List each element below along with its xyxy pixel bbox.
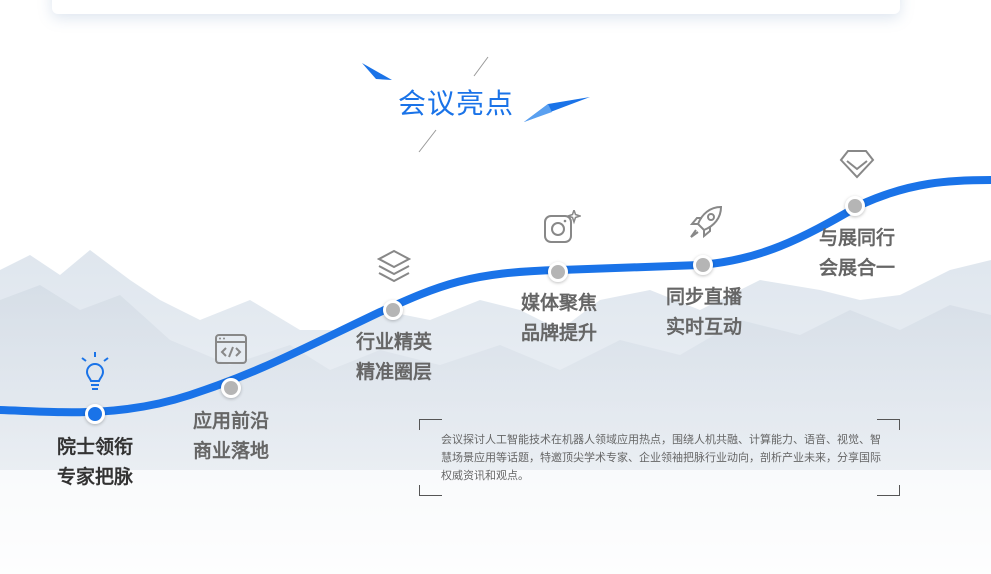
stage-label-line1: 与展同行 bbox=[818, 227, 895, 249]
diamond-icon bbox=[839, 150, 875, 179]
camera-sparkle-icon bbox=[544, 210, 581, 243]
corner-bracket bbox=[419, 485, 442, 496]
top-card bbox=[52, 0, 900, 14]
rocket-icon bbox=[689, 205, 723, 239]
timeline-node-4[interactable] bbox=[548, 262, 568, 282]
timeline-node-3[interactable] bbox=[383, 300, 403, 320]
description-text: 会议探讨人工智能技术在机器人领域应用热点，围绕人机共融、计算能力、语音、视觉、智… bbox=[441, 433, 881, 482]
stage-label-line2: 品牌提升 bbox=[520, 322, 597, 344]
timeline-node-6[interactable] bbox=[845, 196, 865, 216]
stage-label-line2: 精准圈层 bbox=[355, 361, 432, 383]
stage-label-line2: 商业落地 bbox=[192, 440, 269, 462]
stage-elite: 行业精英 精准圈层 bbox=[334, 249, 454, 387]
stage-application: 应用前沿 商业落地 bbox=[171, 334, 291, 466]
stage-media: 媒体聚焦 品牌提升 bbox=[499, 210, 619, 348]
stage-label-line1: 应用前沿 bbox=[192, 410, 269, 432]
corner-bracket bbox=[419, 419, 442, 430]
corner-bracket bbox=[877, 485, 900, 496]
stage-label-line1: 行业精英 bbox=[355, 331, 432, 353]
stage-label-line1: 同步直播 bbox=[665, 286, 742, 308]
section-title: 会议亮点 bbox=[398, 87, 515, 120]
stage-label-line1: 院士领衔 bbox=[56, 436, 133, 458]
stage-academician: 院士领衔 专家把脉 bbox=[35, 352, 155, 492]
timeline-node-1[interactable] bbox=[85, 404, 105, 424]
stage-exhibition: 与展同行 会展合一 bbox=[797, 150, 917, 283]
code-window-icon bbox=[215, 334, 247, 364]
description-box: 会议探讨人工智能技术在机器人领域应用热点，围绕人机共融、计算能力、语音、视觉、智… bbox=[419, 419, 900, 496]
stage-livestream: 同步直播 实时互动 bbox=[644, 205, 764, 342]
corner-bracket bbox=[877, 419, 900, 430]
stage-label-line1: 媒体聚焦 bbox=[520, 292, 597, 314]
stage-label-line2: 实时互动 bbox=[665, 316, 742, 338]
layers-icon bbox=[377, 249, 411, 283]
paper-plane-small-icon bbox=[362, 63, 392, 80]
stage-label-line2: 会展合一 bbox=[818, 257, 895, 279]
timeline-node-2[interactable] bbox=[221, 378, 241, 398]
lightbulb-icon bbox=[81, 352, 109, 390]
timeline-node-5[interactable] bbox=[693, 255, 713, 275]
stage-label-line2: 专家把脉 bbox=[56, 466, 133, 488]
